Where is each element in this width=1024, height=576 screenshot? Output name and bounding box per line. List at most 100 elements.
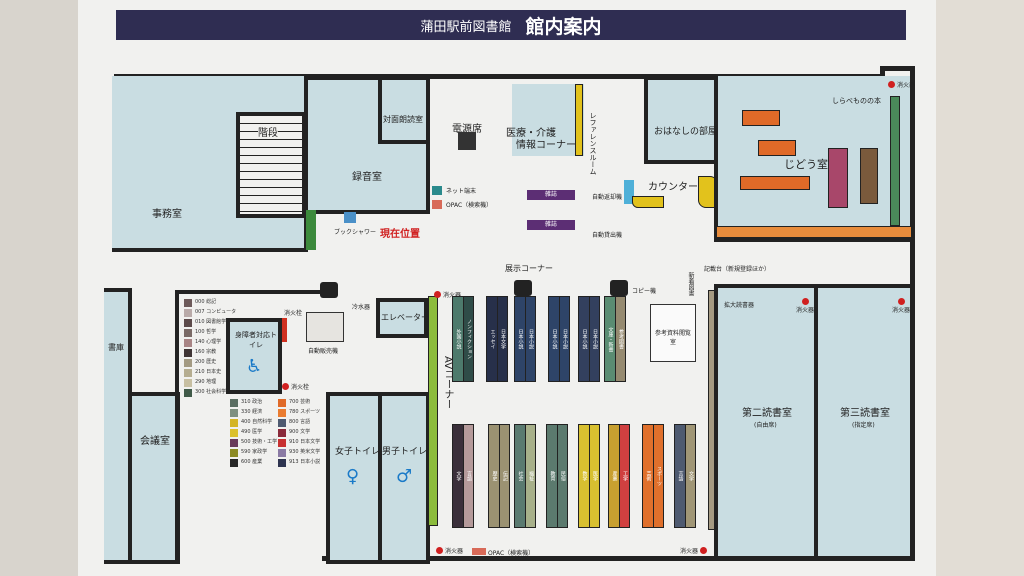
- legend-item: 210 日本史: [184, 368, 236, 378]
- hydrant-label-2: 消火栓: [291, 384, 310, 391]
- extinguisher-icon: [436, 547, 443, 554]
- reading-face-room: [378, 76, 430, 144]
- legend-label: 330 経済: [241, 409, 263, 416]
- medical-shelf: [575, 84, 583, 156]
- legend-label: 160 宗教: [195, 349, 217, 356]
- extinguisher-label: 消火器: [445, 548, 464, 555]
- pillar: [320, 282, 338, 298]
- medical-label-2: 情報コーナー: [516, 140, 576, 151]
- wheelchair-icon: ♿: [246, 356, 263, 377]
- legend-swatch: [184, 319, 192, 327]
- legend-swatch: [184, 359, 192, 367]
- legend-label: 140 心理学: [195, 339, 222, 346]
- legend-item: 140 心理学: [184, 338, 236, 348]
- office-label: 事務室: [152, 209, 182, 220]
- legend-swatch: [230, 399, 238, 407]
- legend-label: 500 技術・工学: [241, 439, 278, 446]
- pillar: [610, 280, 628, 296]
- kids-label: じどう室: [784, 158, 828, 171]
- shelf-label: 産業: [609, 425, 620, 527]
- reading-room-3-label: 第三読書室: [840, 408, 890, 419]
- net-label: ネット端末: [446, 188, 477, 195]
- extinguisher-label: 消火器: [796, 307, 815, 314]
- auto-return-label: 自動返却機: [592, 194, 623, 201]
- extinguisher-label: 消火器: [897, 82, 916, 89]
- extinguisher-marker: 消火器: [892, 298, 910, 314]
- shelf-label: 参考図書: [615, 297, 625, 381]
- extinguisher-icon: [888, 81, 895, 88]
- legend-swatch: [184, 339, 192, 347]
- legend-item: 800 言語: [278, 418, 320, 428]
- water-label: 冷水器: [352, 304, 371, 311]
- ref-reading-label: 参考資料閲覧室: [654, 330, 691, 346]
- storage-room: [104, 288, 132, 564]
- bookshelf: 数学医学: [578, 424, 600, 528]
- green-shelf: [306, 210, 316, 250]
- legend-item: 913 日本小説: [278, 458, 320, 468]
- legend-label: 800 言語: [289, 419, 311, 426]
- womens-label: 女子トイレ: [335, 447, 381, 457]
- legend-item: 780 スポーツ: [278, 408, 320, 418]
- legend-label: 900 文学: [289, 429, 311, 436]
- fire-hydrant: [282, 318, 287, 342]
- legend-swatch: [184, 349, 192, 357]
- kids-shelf: [828, 148, 848, 208]
- opac-terminal: [472, 548, 486, 555]
- legend-label: 300 社会科学: [195, 389, 227, 396]
- legend-label: 000 総記: [195, 299, 217, 306]
- shelf-label: 教育: [547, 425, 558, 527]
- auto-return-machine[interactable]: [624, 180, 634, 204]
- shelf-label: 言語: [675, 425, 686, 527]
- legend-label: 290 地理: [195, 379, 217, 386]
- wall-background: [936, 0, 1024, 576]
- opac-label: OPAC（検索機）: [446, 202, 493, 209]
- legend-label: 590 家政学: [241, 449, 268, 456]
- legend-label: 400 自然科学: [241, 419, 273, 426]
- bookshelf: 日本小説日本小説: [548, 296, 570, 382]
- meeting-label: 会議室: [140, 436, 170, 447]
- shelf-label: 文学: [685, 425, 695, 527]
- bookshelf: 文学言語: [452, 424, 474, 528]
- legend-item: 590 家政学: [230, 448, 277, 458]
- legend-item: 900 文学: [278, 428, 320, 438]
- shelf-label: エッセイ: [487, 297, 498, 381]
- shelf-label: 日本小説: [589, 297, 599, 381]
- reading-room-3: [814, 284, 914, 560]
- storage-label: 書庫: [108, 343, 124, 352]
- legend-label: 490 医学: [241, 429, 263, 436]
- legend-item: 290 地理: [184, 378, 236, 388]
- story-room-label: おはなしの部屋: [654, 127, 718, 137]
- reference-room-label: レファレンスルーム: [589, 112, 597, 175]
- legend-label: 010 図書館学: [195, 319, 227, 326]
- shelf-label: 工学: [619, 425, 629, 527]
- mens-label: 男子トイレ: [382, 447, 428, 457]
- bookshelf: 文庫・新書参考図書: [604, 296, 626, 382]
- mens-toilet: [378, 392, 430, 564]
- bookshelf: 外国小説ノンフィクション: [452, 296, 474, 382]
- legend-label: 100 哲学: [195, 329, 217, 336]
- legend-label: 310 政治: [241, 399, 263, 406]
- bookshelf: 芸術スポーツ: [642, 424, 664, 528]
- legend-swatch: [278, 429, 286, 437]
- writing-desk-label: 記載台（新規登録ほか）: [704, 266, 771, 273]
- magazine-label: 雑誌: [544, 221, 557, 228]
- legend-item: 600 産業: [230, 458, 277, 468]
- shelf-label: 日本小説: [549, 297, 560, 381]
- counter-desk: [632, 196, 664, 208]
- legend-item: 007 コンピュータ: [184, 308, 236, 318]
- shelf-label: 伝記: [499, 425, 509, 527]
- reading-room-2-sub: (自由席): [754, 422, 777, 429]
- compare-books-label: しらべものの本: [832, 97, 881, 105]
- extinguisher-marker: 消火器: [434, 290, 461, 299]
- opac-terminal: [432, 200, 442, 209]
- shelf-label: 外国小説: [453, 297, 464, 381]
- shelf-label: 医学: [589, 425, 599, 527]
- shelf-label: 民俗: [557, 425, 567, 527]
- legend-label: 600 産業: [241, 459, 263, 466]
- legend-swatch: [230, 429, 238, 437]
- stairs: [236, 112, 306, 218]
- legend-swatch: [184, 329, 192, 337]
- extinguisher-marker: 消火器: [436, 546, 463, 555]
- woman-icon: ♀: [346, 466, 360, 487]
